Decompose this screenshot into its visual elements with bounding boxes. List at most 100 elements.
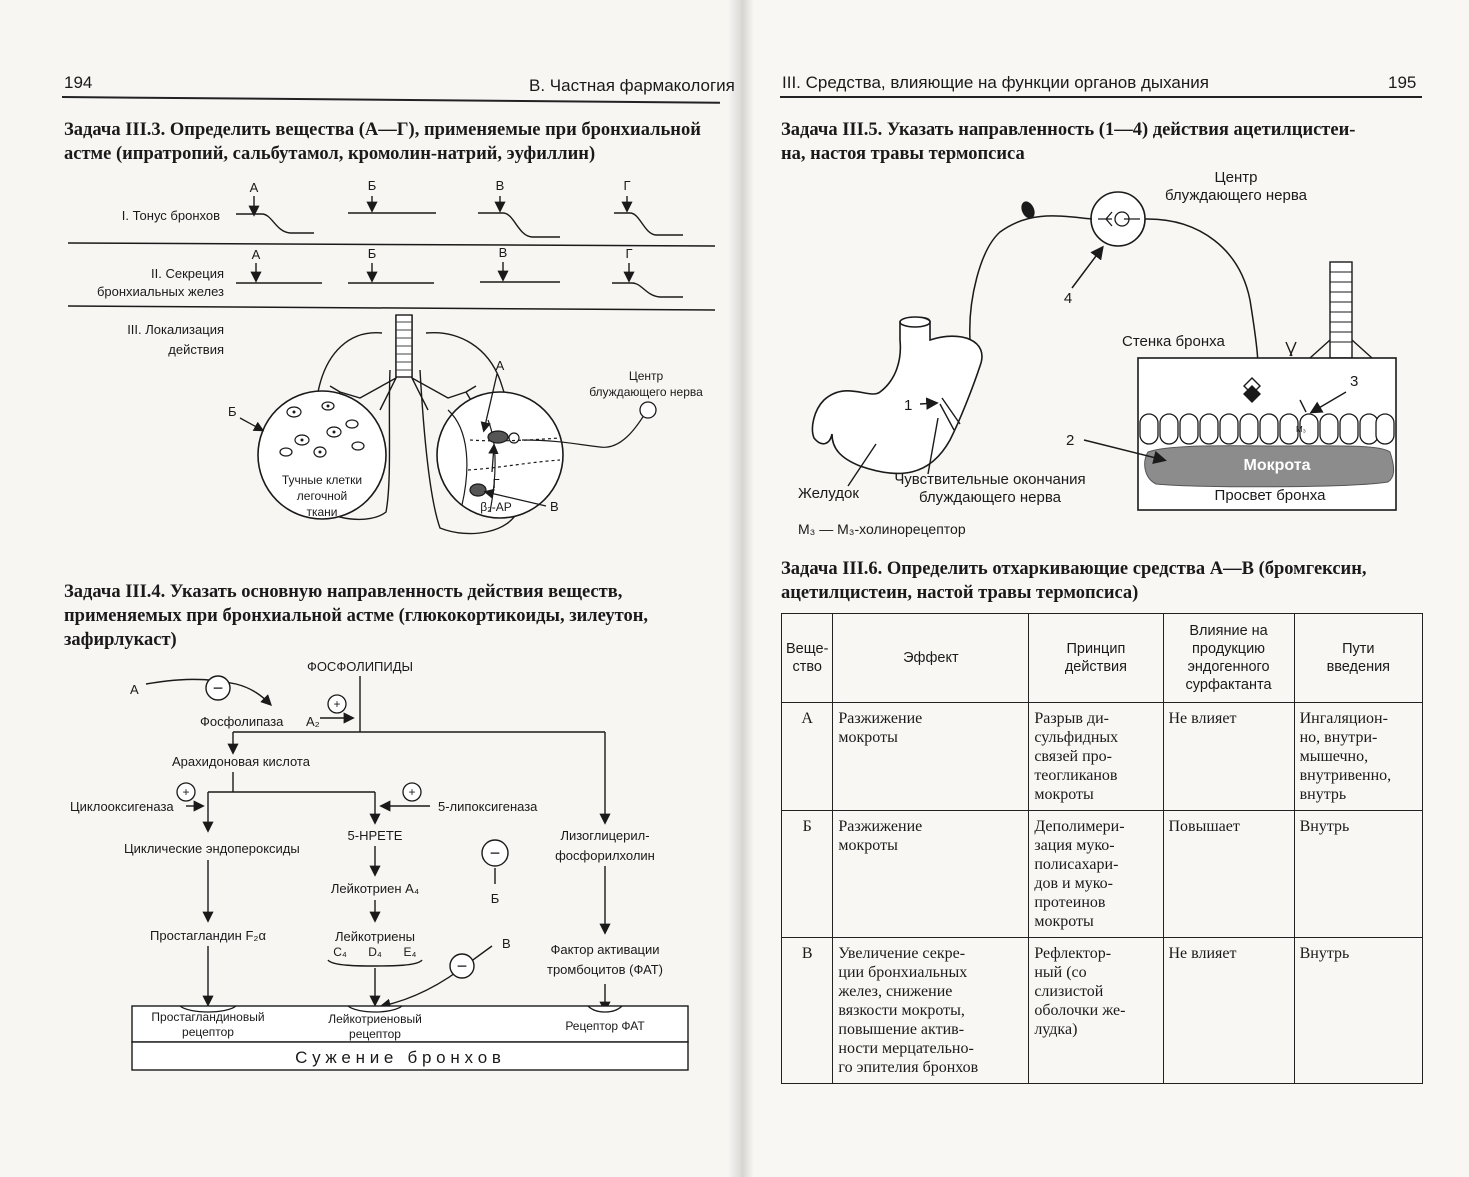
separator-2 <box>67 305 716 311</box>
nerve-ganglion <box>1021 201 1035 219</box>
cyclooxygenase-label: Циклооксигеназа <box>70 799 174 814</box>
gland-receptor <box>1243 377 1307 413</box>
svg-text:+: + <box>333 697 340 711</box>
stomach-drawing <box>811 316 983 475</box>
label-1: 1 <box>904 397 912 414</box>
task-6-title-line-1: Задача III.6. Определить отхаркивающие с… <box>781 559 1367 579</box>
lt-receptor-label-2: рецептор <box>349 1027 401 1041</box>
row1-letter-g: Г <box>623 178 630 193</box>
inhibitor-v-arrow <box>379 945 493 1010</box>
vagus-center-circle <box>639 401 657 419</box>
task-3-diagram: I. Тонус бронхов А Б В Г II. Секреция бр… <box>67 178 716 535</box>
plus-lox-symbol: + <box>402 782 422 802</box>
leuk-e4: E₄ <box>404 945 417 959</box>
phospholipids-label: ФОСФОЛИПИДЫ <box>307 659 413 674</box>
cell-route: Внутрь <box>1293 810 1424 938</box>
table-row: В Увеличение секре- ции бронхиальных жел… <box>780 937 1424 1084</box>
row-tone-label: I. Тонус бронхов <box>122 208 220 223</box>
paf-receptor-label: Рецептор ФАТ <box>565 1019 645 1033</box>
sputum-label: Мокрота <box>1244 457 1311 474</box>
plus-cox-symbol: + <box>176 782 196 802</box>
header-surfactant: Влияние на продукцию эндогенного сурфакт… <box>1162 613 1295 703</box>
paf-label-2: тромбоцитов (ФАТ) <box>547 962 663 977</box>
table-header-row: Веще- ство Эффект Принцип действия Влиян… <box>780 613 1424 703</box>
vagus-label-1: Центр <box>629 369 664 383</box>
vagus-center-label-1: Центр <box>1215 169 1258 186</box>
label-2: 2 <box>1066 432 1074 449</box>
running-header-left: В. Частная фармакология <box>529 76 735 95</box>
inhibitor-a-arrow <box>145 678 272 706</box>
header-principle: Принцип действия <box>1028 613 1164 703</box>
cell-effect: Увеличение секре- ции бронхиальных желез… <box>832 937 1030 1084</box>
lipoxygenase-label: 5-липоксигеназа <box>438 799 538 814</box>
mast-label-3: ткани <box>306 505 337 519</box>
mast-label-2: легочной <box>297 489 347 503</box>
vagus-center-label-2: блуждающего нерва <box>1165 187 1308 204</box>
cell-effect: Разжижение мокроты <box>832 702 1030 811</box>
mast-cell-zoom <box>257 390 387 520</box>
leuk-c4: C₄ <box>333 945 347 959</box>
cell-route: Ингаляцион- но, внутри- мышечно, внутрив… <box>1293 702 1424 811</box>
task-4-diagram: − + + + − − ФОСФОЛИПИДЫ А Фосфолипаза A₂… <box>70 659 689 1071</box>
m3-mark: M₃ <box>1296 425 1306 434</box>
hpete-label: 5-HPETE <box>348 828 403 843</box>
svg-text:−: − <box>457 956 468 976</box>
trachea-drawing <box>1285 261 1373 359</box>
arachidonic-label: Арахидоновая кислота <box>172 754 311 769</box>
pg-receptor-label-2: рецептор <box>182 1025 234 1039</box>
leukotriene-a4-label: Лейкотриен A₄ <box>331 881 419 896</box>
minus-a-symbol: − <box>205 675 231 701</box>
cell-surfactant: Повышает <box>1162 810 1295 938</box>
header-effect: Эффект <box>832 613 1030 703</box>
row1-letter-a: А <box>250 180 259 195</box>
row2-letter-v: В <box>499 245 508 260</box>
book-gutter <box>728 0 754 1177</box>
table-row: А Разжижение мокроты Разрыв ди- сульфидн… <box>780 702 1424 811</box>
sensory-ending <box>939 397 961 431</box>
minus-v-symbol: − <box>449 953 475 979</box>
inhibitor-b-label: Б <box>491 891 500 906</box>
vagus-label-2: блуждающего нерва <box>589 385 703 399</box>
label-g: Г <box>492 476 499 491</box>
leukotriene-brace <box>327 959 423 967</box>
sensory-label-1: Чувствительные окончания <box>894 471 1085 488</box>
minus-b-symbol: − <box>481 839 509 867</box>
cell-principle: Рефлектор- ный (со слизистой оболочки же… <box>1028 937 1164 1084</box>
b2-ar-label: β₂-АР <box>480 500 512 514</box>
label-b-mast: Б <box>228 404 237 419</box>
running-header-right: III. Средства, влияющие на функции орган… <box>782 73 1209 92</box>
trace-tone-g <box>614 212 683 236</box>
page-number-right: 195 <box>1388 73 1417 92</box>
table-row: Б Разжижение мокроты Деполимери- зация м… <box>780 810 1424 938</box>
row1-letter-b: Б <box>368 178 377 193</box>
bronchus-zoom <box>436 391 564 519</box>
sensory-label-2: блуждающего нерва <box>919 489 1062 506</box>
inhibitor-v-label: В <box>502 936 511 951</box>
trace-secretion-g <box>612 282 683 298</box>
inhibitor-a-label: А <box>130 682 139 697</box>
sputum-blob <box>1144 445 1395 488</box>
bronchoconstriction-label: С у ж е н и е б р о н х о в <box>295 1048 501 1067</box>
cell-route: Внутрь <box>1293 937 1424 1084</box>
task-5-title-line-2: на, настоя травы термопсиса <box>781 144 1025 164</box>
label-v: В <box>550 499 559 514</box>
endoperoxides-label: Циклические эндопероксиды <box>124 841 300 856</box>
row2-letter-g: Г <box>625 246 632 261</box>
cell-surfactant: Не влияет <box>1162 937 1295 1084</box>
stomach-label: Желудок <box>798 485 859 502</box>
svg-text:−: − <box>213 678 224 698</box>
m3-legend: M₃ — M₃-холинорецептор <box>798 521 966 537</box>
lt-receptor-label-1: Лейкотриеновый <box>328 1012 422 1026</box>
phospholipase-label: Фосфолипаза <box>200 714 284 729</box>
row-secretion-label-1: II. Секреция <box>151 266 224 281</box>
prostaglandin-label: Простагландин F₂α <box>150 928 266 943</box>
header-route: Пути введения <box>1293 613 1424 703</box>
leuk-d4: D₄ <box>368 945 382 959</box>
cell-surfactant: Не влияет <box>1162 702 1295 811</box>
epithelium-cells <box>1139 413 1395 445</box>
task-3-title: Задача III.3. Определить вещества (А—Г),… <box>64 120 701 164</box>
mast-cells <box>279 401 365 458</box>
expectorants-table: Веще- ство Эффект Принцип действия Влиян… <box>780 613 1424 1084</box>
cell-principle: Разрыв ди- сульфидных связей про- теогли… <box>1028 702 1164 811</box>
label-a-bronchus: А <box>496 358 505 373</box>
